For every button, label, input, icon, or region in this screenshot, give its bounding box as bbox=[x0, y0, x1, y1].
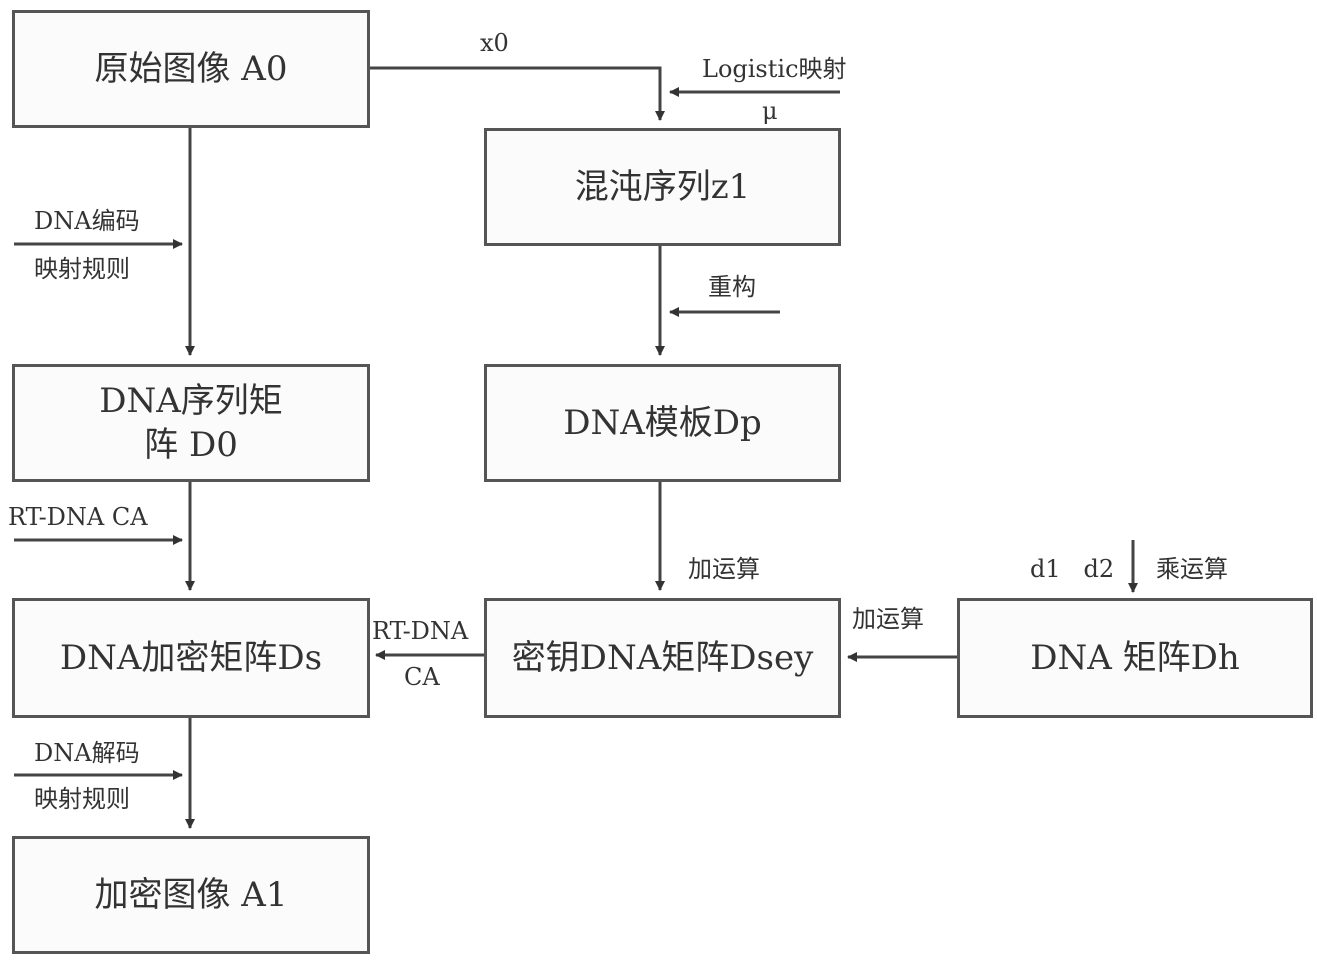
dna-matrix-dh-label: DNA 矩阵Dh bbox=[1030, 637, 1240, 678]
encrypted-image-box: 加密图像 A1 bbox=[12, 836, 370, 954]
chaotic-sequence-label: 混沌序列z1 bbox=[574, 166, 751, 207]
add-op-vertical-label: 加运算 bbox=[688, 555, 760, 583]
dna-decode-label-line2: 映射规则 bbox=[34, 785, 130, 813]
rt-dna-ca-mid-label-line2: CA bbox=[404, 663, 440, 691]
dna-sequence-matrix-box: DNA序列矩 阵 D0 bbox=[12, 364, 370, 482]
key-dna-matrix-label: 密钥DNA矩阵Dsey bbox=[511, 637, 814, 678]
rt-dna-ca-mid-label-line1: RT-DNA bbox=[372, 617, 469, 645]
chaotic-sequence-box: 混沌序列z1 bbox=[484, 128, 841, 246]
connector-original-to-chaotic bbox=[370, 66, 665, 121]
original-image-box: 原始图像 A0 bbox=[12, 10, 370, 128]
dna-encrypted-matrix-label: DNA加密矩阵Ds bbox=[59, 637, 323, 678]
dna-decode-label-line1: DNA解码 bbox=[34, 739, 140, 767]
d1-d2-label: d1 d2 bbox=[1030, 555, 1115, 583]
rt-dna-ca-left-label: RT-DNA CA bbox=[8, 503, 148, 531]
add-op-horizontal-label: 加运算 bbox=[852, 605, 924, 633]
dna-encrypted-matrix-box: DNA加密矩阵Ds bbox=[12, 598, 370, 718]
dna-encode-label-line2: 映射规则 bbox=[34, 255, 130, 283]
encrypted-image-label: 加密图像 A1 bbox=[94, 874, 288, 915]
x0-label: x0 bbox=[480, 29, 509, 57]
logistic-label: Logistic映射 bbox=[702, 55, 847, 83]
dna-template-label: DNA模板Dp bbox=[563, 402, 762, 443]
dna-sequence-matrix-label-line2: 阵 D0 bbox=[144, 425, 238, 465]
original-image-label: 原始图像 A0 bbox=[94, 48, 288, 89]
dna-matrix-dh-box: DNA 矩阵Dh bbox=[957, 598, 1313, 718]
key-dna-matrix-box: 密钥DNA矩阵Dsey bbox=[484, 598, 841, 718]
mul-op-label: 乘运算 bbox=[1156, 555, 1228, 583]
dna-template-box: DNA模板Dp bbox=[484, 364, 841, 482]
dna-sequence-matrix-label-line1: DNA序列矩 bbox=[99, 380, 283, 421]
dna-encode-label-line1: DNA编码 bbox=[34, 207, 140, 235]
mu-label: μ bbox=[762, 97, 778, 125]
restructure-label: 重构 bbox=[708, 273, 756, 301]
